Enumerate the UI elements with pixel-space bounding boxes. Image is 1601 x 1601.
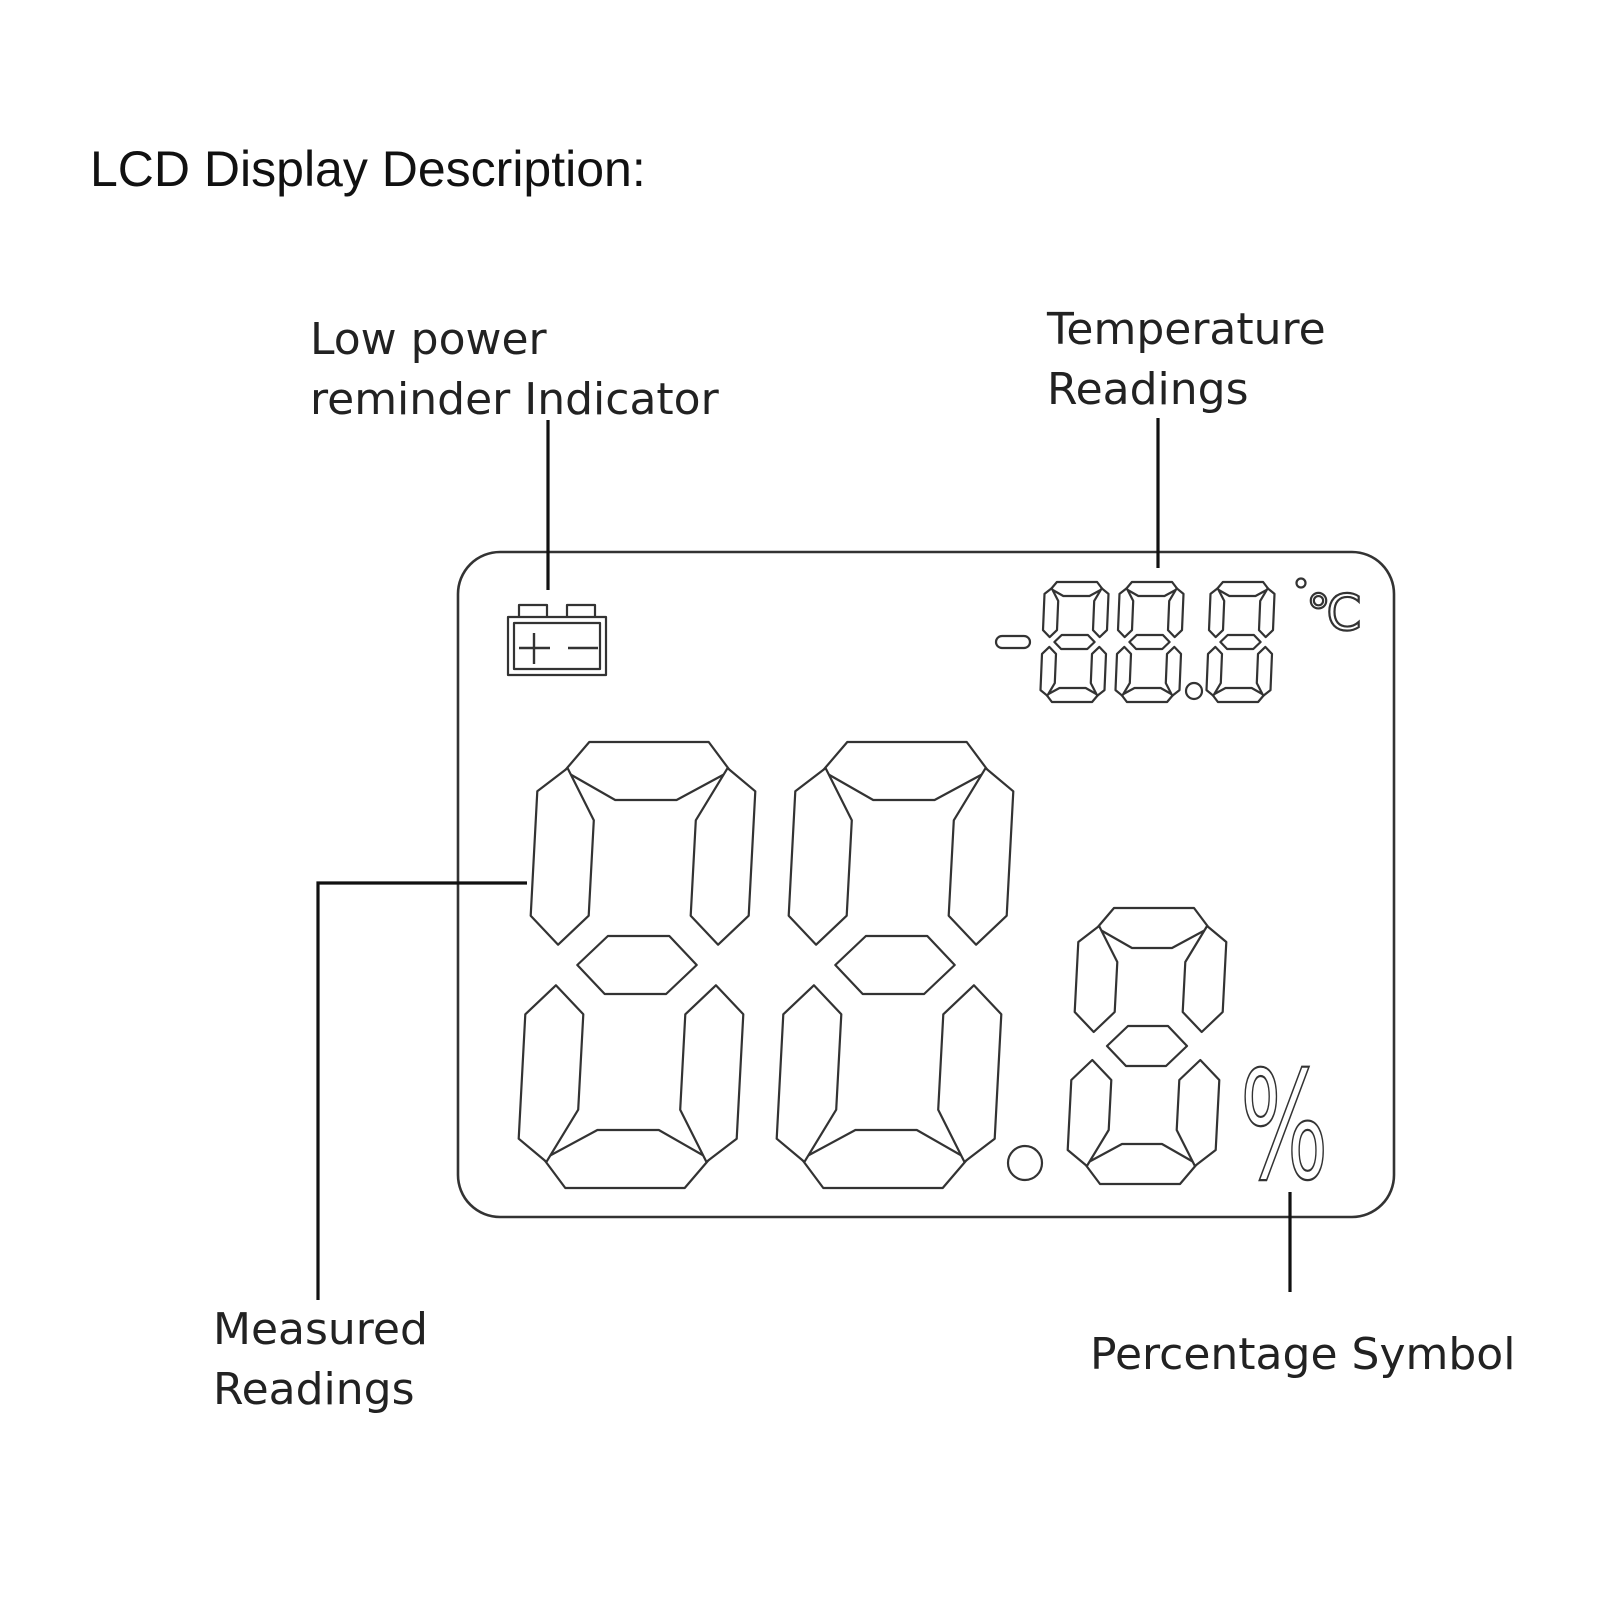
main-digit-2-segment-d bbox=[800, 1128, 969, 1190]
temperature-digit-2 bbox=[1114, 580, 1185, 704]
temperature-digit-2-segment-c bbox=[1164, 645, 1183, 697]
main-digit-2-segment-b bbox=[947, 766, 1015, 946]
temperature-digit-1-segment-b bbox=[1091, 587, 1110, 639]
temperature-digit-3-segment-b bbox=[1257, 587, 1276, 639]
celsius-glyph: ℃ bbox=[1306, 584, 1362, 642]
temperature-digit-3-segment-e bbox=[1205, 645, 1224, 697]
measured-label: Measured Readings bbox=[213, 1300, 428, 1420]
temperature-digit-1-segment-a bbox=[1049, 580, 1104, 598]
percentage-label: Percentage Symbol bbox=[1090, 1329, 1516, 1380]
temperature-digit-1 bbox=[1039, 580, 1110, 704]
temperature-digit-3-segment-a bbox=[1215, 580, 1270, 598]
main-digit-2-segment-e bbox=[775, 984, 843, 1164]
temperature-digit-3 bbox=[1205, 580, 1276, 704]
temperature-minus-segment bbox=[994, 634, 1032, 650]
main-digit-1-segment-b bbox=[689, 766, 757, 946]
main-digit-3-segment-g bbox=[1105, 1024, 1189, 1068]
main-digit-1 bbox=[517, 740, 757, 1190]
temperature-digit-2-segment-d bbox=[1120, 686, 1175, 704]
low-power-label: Low power reminder Indicator bbox=[310, 310, 719, 430]
main-digit-3-segment-e bbox=[1066, 1058, 1113, 1168]
temperature-digit-2-segment-e bbox=[1114, 645, 1133, 697]
temperature-digit-3-segment-d bbox=[1211, 686, 1266, 704]
main-digit-1-segment-a bbox=[563, 740, 732, 802]
temperature-digit-3-segment-c bbox=[1255, 645, 1274, 697]
temperature-digit-1-segment-f bbox=[1041, 587, 1060, 639]
main-digit-1-segment-f bbox=[529, 766, 595, 946]
main-digit-2 bbox=[775, 740, 1015, 1190]
temperature-digit-1-segment-e bbox=[1039, 645, 1058, 697]
temperature-decimal-point bbox=[1184, 681, 1204, 701]
percent-glyph: % bbox=[1240, 1040, 1328, 1214]
measured-label-line1: Measured bbox=[213, 1304, 428, 1355]
measured-leader bbox=[316, 881, 527, 1300]
temperature-digit-3-segment-g bbox=[1219, 633, 1262, 651]
temperature-digit-1-segment-c bbox=[1089, 645, 1108, 697]
main-digit-3-segment-a bbox=[1095, 906, 1211, 950]
low-power-label-line2: reminder Indicator bbox=[310, 374, 719, 425]
celsius-icon: ℃ bbox=[1295, 577, 1363, 643]
page-title: LCD Display Description: bbox=[90, 141, 646, 197]
main-digit-3-segment-f bbox=[1073, 924, 1119, 1034]
temperature-digit-2-segment-f bbox=[1116, 587, 1135, 639]
main-digit-3-segment-d bbox=[1083, 1142, 1199, 1186]
temperature-label-line2: Readings bbox=[1047, 364, 1249, 415]
temperature-digit-2-segment-b bbox=[1166, 587, 1185, 639]
measured-label-line2: Readings bbox=[213, 1364, 415, 1415]
main-digit-1-segment-c bbox=[679, 984, 745, 1164]
temperature-digit-1-segment-g bbox=[1053, 633, 1096, 651]
main-digit-2-segment-a bbox=[821, 740, 990, 802]
main-digit-2-segment-f bbox=[787, 766, 853, 946]
battery-icon bbox=[506, 603, 608, 677]
temperature-digit-2-segment-a bbox=[1124, 580, 1179, 598]
temperature-label: Temperature Readings bbox=[1047, 300, 1326, 420]
main-digit-1-segment-e bbox=[517, 984, 585, 1164]
low-power-label-line1: Low power bbox=[310, 314, 547, 365]
main-decimal-point bbox=[1006, 1144, 1044, 1182]
temperature-digit-3-segment-f bbox=[1207, 587, 1226, 639]
temperature-digit-1-segment-d bbox=[1045, 686, 1100, 704]
main-digit-3-segment-b bbox=[1181, 924, 1228, 1034]
main-digit-2-segment-g bbox=[834, 934, 956, 996]
main-digit-3-segment-c bbox=[1175, 1058, 1221, 1168]
main-digit-1-segment-g bbox=[576, 934, 698, 996]
temperature-label-line1: Temperature bbox=[1047, 304, 1326, 355]
temperature-digit-2-segment-g bbox=[1128, 633, 1171, 651]
main-digit-1-segment-d bbox=[542, 1128, 711, 1190]
main-digit-2-segment-c bbox=[937, 984, 1003, 1164]
main-digit-3 bbox=[1066, 906, 1228, 1186]
